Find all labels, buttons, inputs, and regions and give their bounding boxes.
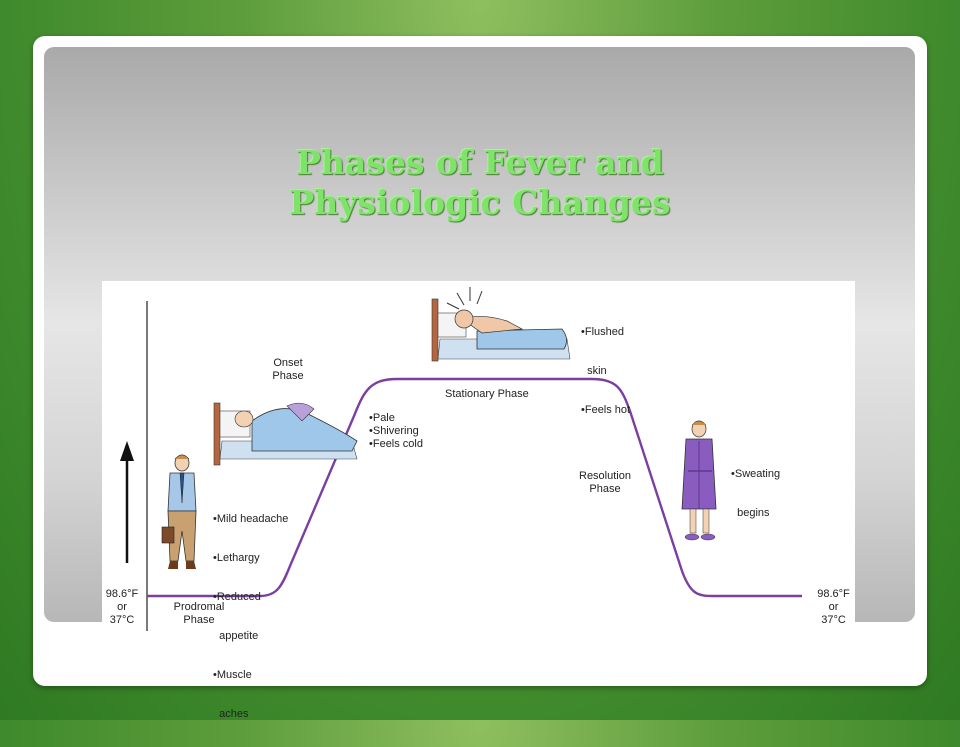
prodromal-sign: •Muscle [213, 669, 252, 681]
stationary-phase-label: Stationary Phase [445, 388, 529, 400]
fever-phases-diagram: 98.6°F or 37°C 98.6°F or 37°C Prodromal … [102, 281, 855, 720]
fever-curve [147, 377, 802, 598]
prodromal-phase-label: Prodromal Phase [164, 601, 234, 627]
onset-bed-illustration [213, 402, 358, 466]
stationary-bed-illustration [431, 287, 571, 362]
baseline-left-or: or [117, 601, 127, 613]
baseline-label-right: 98.6°F or 37°C [812, 588, 855, 627]
baseline-right-c: 37°C [821, 614, 846, 626]
prodromal-sign: •Mild headache [213, 513, 289, 525]
prodromal-man-illustration [161, 454, 197, 569]
resolution-name-line-2: Phase [589, 483, 621, 495]
prodromal-name-line-2: Phase [183, 614, 215, 626]
onset-sign: •Shivering [369, 425, 419, 437]
stationary-signs: •Flushed skin •Feels hot [581, 300, 671, 443]
slide-title: Phases of Fever and Physiologic Changes [180, 143, 780, 223]
baseline-right-f: 98.6°F [817, 588, 850, 600]
prodromal-sign: •Reduced [213, 591, 261, 603]
baseline-left-f: 98.6°F [105, 588, 139, 600]
stationary-sign: •Flushed [581, 326, 624, 338]
onset-signs: •Pale •Shivering •Feels cold [369, 412, 459, 451]
prodromal-sign: appetite [213, 630, 259, 642]
baseline-label-left: 98.6°F or 37°C [102, 588, 142, 627]
title-line-1: Phases of Fever and [296, 143, 664, 182]
resolution-name-line-1: Resolution [579, 470, 631, 482]
prodromal-name-line-1: Prodromal [173, 601, 225, 613]
resolution-signs: •Sweating begins [731, 442, 811, 546]
title-line-2: Physiologic Changes [289, 183, 671, 222]
onset-sign: •Feels cold [369, 438, 423, 450]
stationary-sign: skin [581, 365, 607, 377]
resolution-man-illustration [681, 420, 717, 541]
onset-name-line-2: Phase [272, 370, 304, 382]
resolution-phase-label: Resolution Phase [560, 470, 650, 496]
onset-phase-label: Onset Phase [260, 357, 316, 383]
prodromal-sign: •Lethargy [213, 552, 260, 564]
onset-name-line-1: Onset [273, 357, 303, 369]
stationary-sign: •Feels hot [581, 404, 631, 416]
resolution-sign: begins [731, 507, 770, 519]
diagram-graphics [120, 287, 802, 631]
baseline-left-c: 37°C [109, 614, 135, 626]
rising-arrow-head [120, 441, 134, 461]
prodromal-sign: aches [213, 708, 249, 720]
onset-sign: •Pale [369, 412, 395, 424]
prodromal-signs: •Mild headache •Lethargy •Reduced appeti… [213, 487, 313, 747]
baseline-right-or: or [828, 601, 839, 613]
resolution-sign: •Sweating [731, 468, 781, 480]
